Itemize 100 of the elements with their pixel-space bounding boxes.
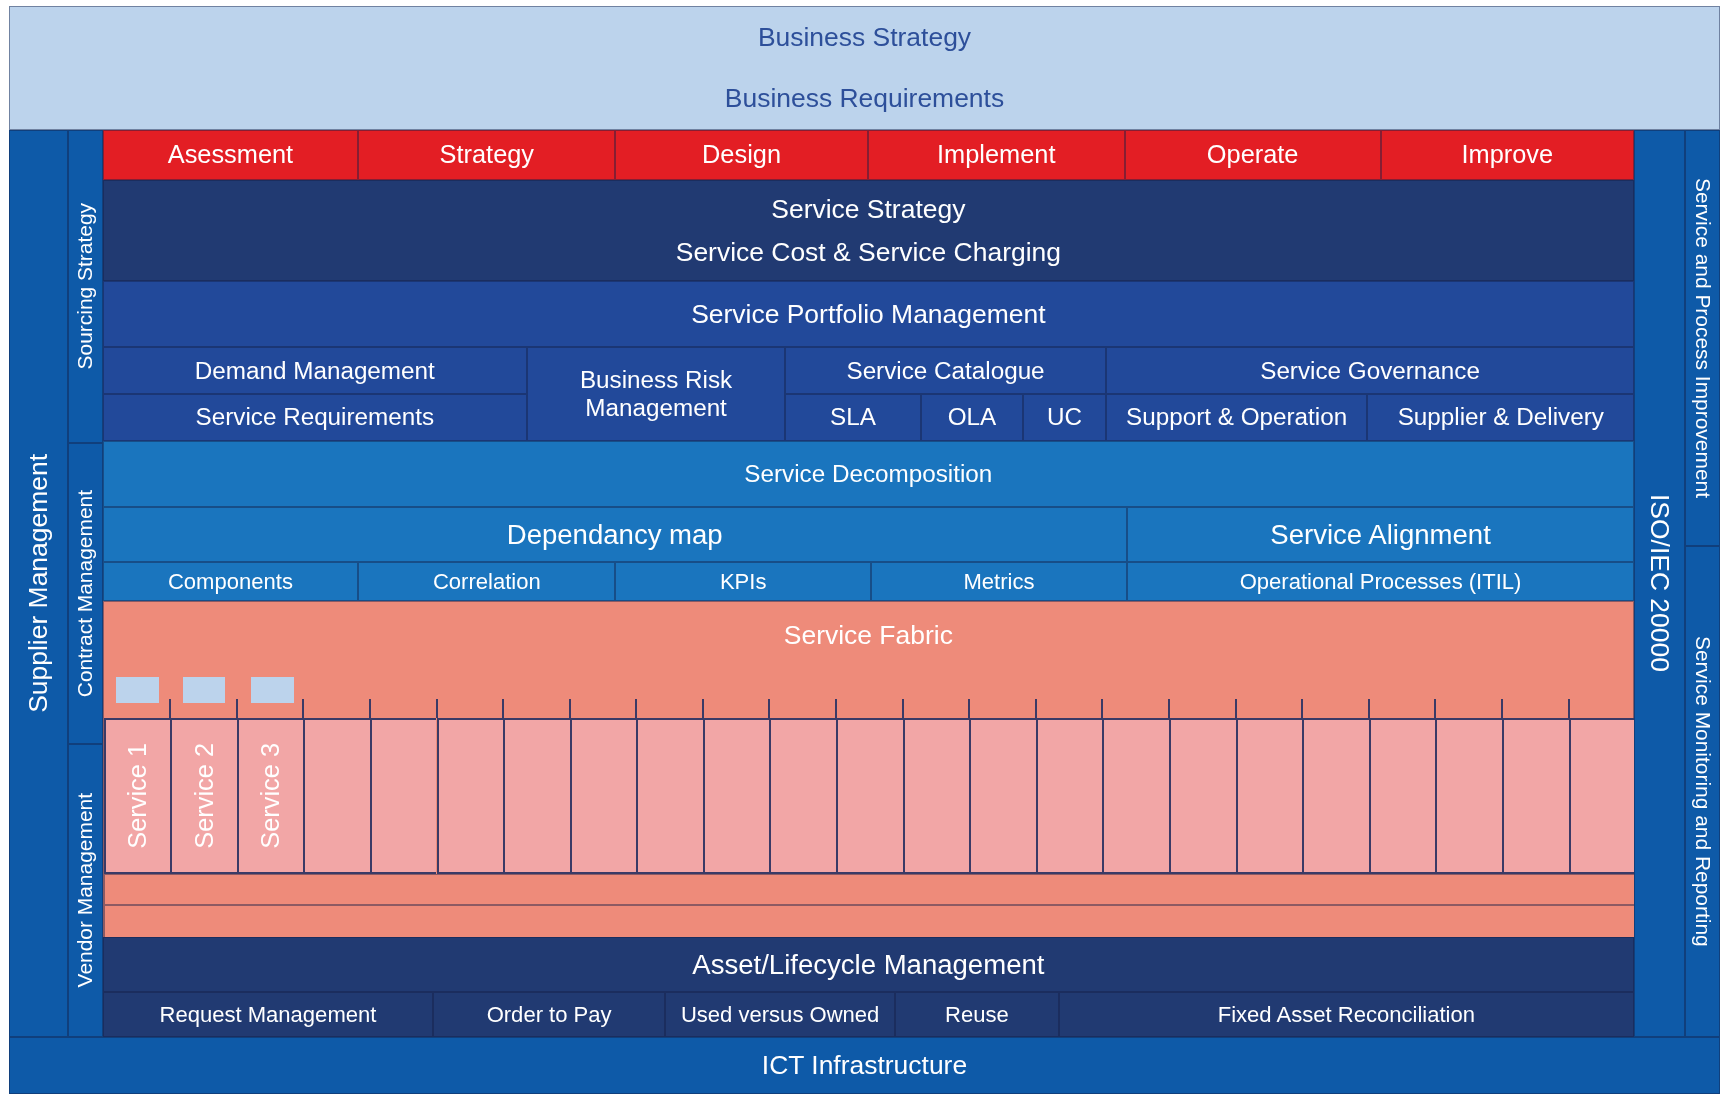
band-label: Service Fabric [783, 619, 953, 651]
process-cell [1106, 347, 1635, 394]
service-column [969, 717, 1036, 875]
band-label: Service Alignment [1270, 518, 1491, 551]
vertical-label: Service 2 [189, 743, 219, 849]
process-cell [920, 393, 1024, 442]
phase-cell [102, 130, 359, 180]
band-label: Request Management [159, 1001, 377, 1028]
process-cell [615, 562, 872, 601]
vertical-label: Contract Management [73, 490, 98, 698]
band-label: Service Cost & Service Charging [675, 236, 1061, 268]
service-column [769, 717, 837, 875]
process-cell [664, 992, 896, 1037]
band-label: Service Governance [1260, 356, 1480, 385]
service-column [1102, 717, 1169, 875]
band-label: Fixed Asset Reconciliation [1217, 1001, 1476, 1028]
side-panel [1684, 130, 1721, 546]
side-panel [1684, 545, 1721, 1037]
band-label: Reuse [945, 1001, 1009, 1028]
band-label: OLA [947, 403, 997, 432]
band-label: Correlation [432, 569, 541, 595]
service-column [1169, 717, 1236, 875]
service-column [1235, 717, 1303, 875]
band-label: Used versus Owned [680, 1001, 880, 1028]
process-cell [785, 393, 921, 442]
side-panel [68, 443, 103, 745]
process-cell [1367, 393, 1635, 442]
process-cell [433, 992, 665, 1037]
service-column [1035, 717, 1103, 875]
service-fabric-panel [102, 600, 1635, 938]
vertical-label: ISO/IEC 20000 [1644, 494, 1675, 673]
side-panel [8, 130, 69, 1037]
band-label: Operate [1206, 140, 1299, 170]
band-label: Support & Operation [1126, 403, 1348, 432]
fabric-stripe [103, 874, 1636, 906]
phase-cell [1380, 130, 1635, 180]
service-column [1368, 717, 1436, 875]
band-label: Improve [1461, 140, 1554, 170]
process-cell [102, 992, 434, 1037]
header-band [8, 5, 1721, 131]
service-column [1435, 717, 1502, 875]
process-cell [1126, 562, 1635, 601]
band-label: Design [702, 140, 781, 170]
process-cell [785, 347, 1106, 394]
band-label: Operational Processes (ITIL) [1239, 569, 1522, 595]
vertical-label: Service and Process Improvement [1690, 177, 1715, 498]
process-cell [102, 507, 1127, 563]
service-column [1501, 717, 1569, 875]
vertical-label: Vendor Management [73, 793, 98, 988]
layer-band [102, 179, 1635, 282]
service-column [1568, 717, 1636, 875]
band-label: ICT Infrastructure [761, 1049, 968, 1081]
phase-cell [615, 130, 868, 180]
service-column [503, 717, 570, 875]
service-column [236, 717, 304, 875]
band-label: Service Portfolio Management [691, 299, 1046, 330]
process-cell [102, 347, 528, 394]
service-column [702, 717, 770, 875]
layer-band [102, 937, 1635, 993]
band-label: KPIs [719, 569, 767, 595]
layer-band [102, 441, 1635, 508]
service-tab [182, 676, 225, 704]
band-label: Business Strategy [757, 21, 972, 53]
band-label: Business Risk Management [578, 366, 734, 423]
band-label: Supplier & Delivery [1397, 403, 1604, 432]
service-column [369, 717, 437, 875]
side-panel [68, 130, 103, 444]
side-panel [68, 744, 103, 1037]
band-label: Demand Management [194, 356, 435, 385]
side-panel [1634, 130, 1685, 1037]
process-cell [1023, 393, 1106, 442]
vertical-label: Service 1 [123, 743, 153, 849]
band-label: Service Decomposition [744, 460, 993, 489]
infrastructure-band [8, 1036, 1721, 1094]
process-cell [1058, 992, 1635, 1037]
service-column [1302, 717, 1369, 875]
service-column [836, 717, 903, 875]
vertical-label: Service Monitoring and Reporting [1690, 635, 1715, 947]
service-tab [115, 676, 159, 704]
process-cell [527, 347, 786, 442]
band-label: Asset/Lifecycle Management [692, 949, 1045, 981]
band-label: Components [167, 569, 293, 595]
band-label: Service Requirements [195, 403, 435, 432]
band-label: Service Strategy [771, 193, 966, 224]
process-cell [102, 393, 528, 442]
process-cell [871, 562, 1127, 601]
service-column [902, 717, 970, 875]
service-column [569, 717, 637, 875]
vertical-label: Supplier Management [23, 453, 54, 713]
service-column [170, 717, 237, 875]
process-cell [102, 562, 359, 601]
band-label: SLA [830, 403, 876, 432]
phase-cell [867, 130, 1125, 180]
vertical-label: Service 3 [256, 743, 286, 849]
band-label: Asessment [167, 140, 294, 170]
process-cell [358, 562, 616, 601]
process-cell [1126, 507, 1635, 563]
band-label: UC [1047, 403, 1083, 432]
vertical-label: Sourcing Strategy [73, 203, 98, 370]
band-label: Service Catalogue [846, 356, 1045, 385]
